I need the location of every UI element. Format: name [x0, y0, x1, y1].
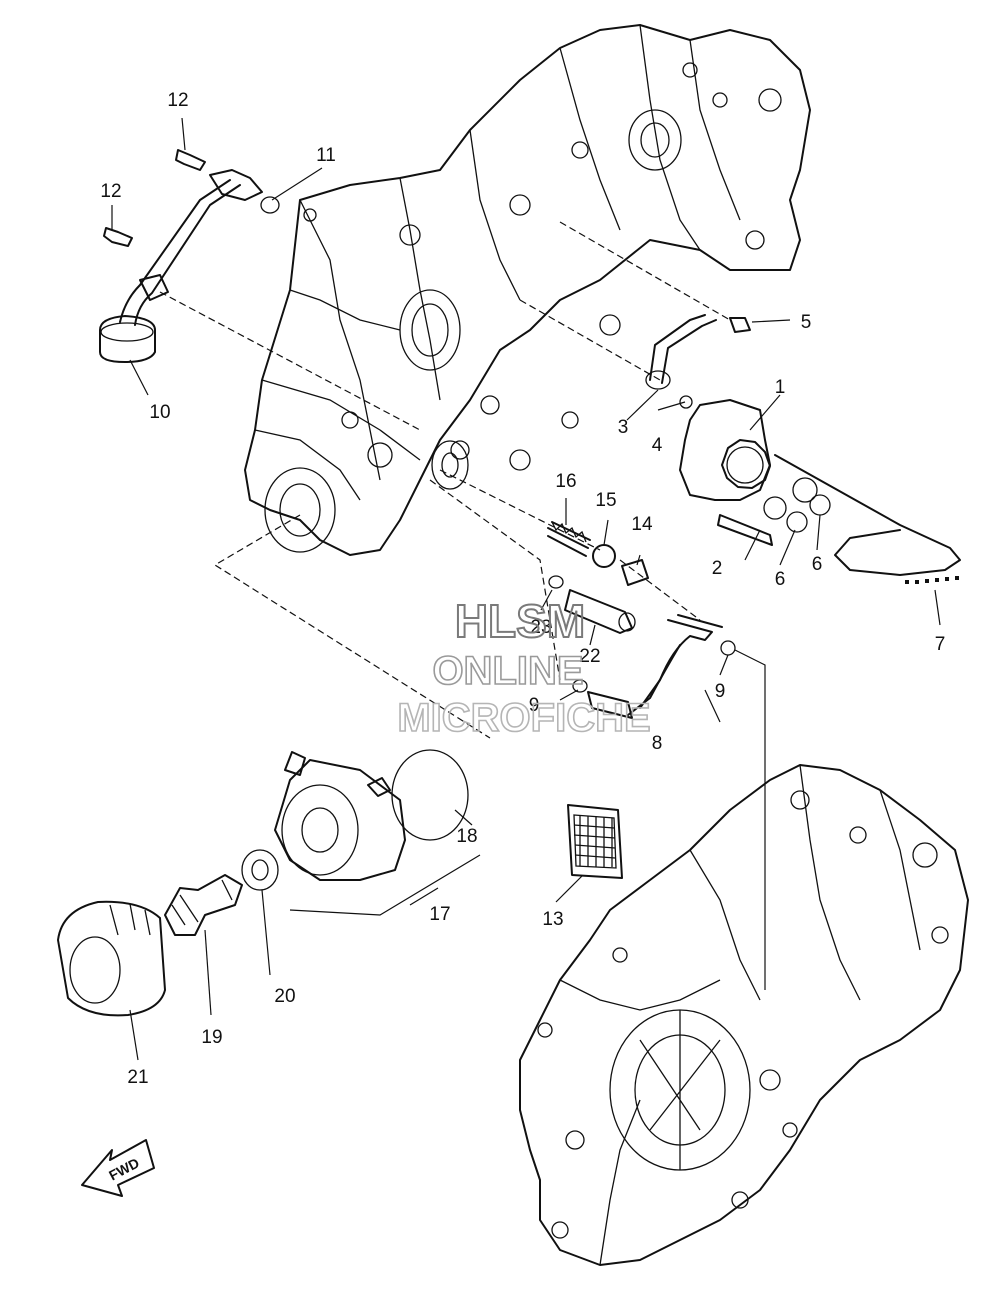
- callout-7: 7: [935, 634, 946, 655]
- oil-pipe: [572, 614, 766, 990]
- right-crankcase-cover: [519, 764, 969, 1266]
- relief-valve: [429, 469, 649, 681]
- callout-11: 11: [316, 145, 336, 166]
- watermark-line1: HLSM: [455, 595, 585, 647]
- callout-12a: 12: [167, 90, 188, 111]
- watermark-line3: MICROFICHE: [397, 696, 650, 740]
- callout-6a: 6: [775, 569, 786, 590]
- left-crankcase: [244, 24, 811, 556]
- callout-23: 23: [530, 617, 551, 638]
- oil-cooler: [57, 749, 481, 1017]
- callout-2: 2: [712, 558, 723, 579]
- callout-labels: 1 2 3 4 5 6 6 7 8 9 9 10 11 12 12 13 14 …: [100, 90, 945, 1088]
- oil-strainer: [99, 149, 421, 431]
- callout-14: 14: [631, 514, 653, 535]
- callout-5: 5: [801, 312, 812, 333]
- callout-6b: 6: [812, 554, 823, 575]
- callout-12b: 12: [100, 181, 121, 202]
- watermark: HLSM ONLINE MICROFICHE: [397, 594, 652, 741]
- callout-21: 21: [127, 1067, 148, 1088]
- strainer-screen: [567, 804, 623, 879]
- callout-16: 16: [555, 471, 576, 492]
- watermark-line2: ONLINE: [432, 649, 583, 693]
- fwd-arrow-icon: FWD: [81, 1139, 155, 1197]
- callout-20: 20: [274, 986, 295, 1007]
- callout-1: 1: [775, 377, 786, 398]
- callout-3: 3: [618, 417, 629, 438]
- callout-4: 4: [652, 435, 663, 456]
- callout-9b: 9: [715, 681, 726, 702]
- callout-19: 19: [201, 1027, 222, 1048]
- oil-pump: [519, 221, 961, 584]
- callout-18: 18: [456, 826, 477, 847]
- callout-22: 22: [579, 646, 600, 667]
- callout-17: 17: [429, 904, 450, 925]
- callout-13: 13: [542, 909, 563, 930]
- callout-15: 15: [595, 490, 616, 511]
- callout-8: 8: [652, 733, 663, 754]
- assembly-lines: [213, 514, 701, 739]
- callout-10: 10: [149, 402, 170, 423]
- leader-lines: [111, 117, 941, 1061]
- callout-9a: 9: [529, 695, 540, 716]
